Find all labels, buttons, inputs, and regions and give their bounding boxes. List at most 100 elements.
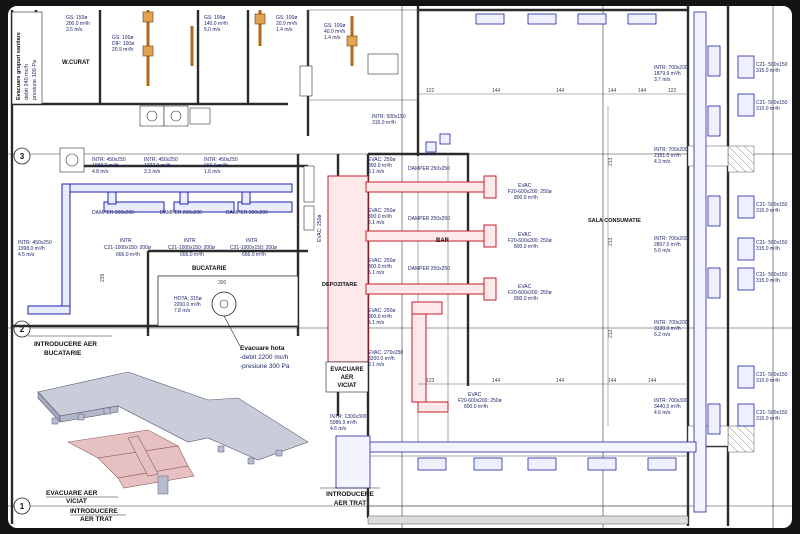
svg-text:213: 213 xyxy=(608,157,614,166)
svg-text:AER TRAT: AER TRAT xyxy=(334,500,366,507)
kitchen-top-intr-labels: INTR: 450x250 1998.0 m³/h 4.8 m/s INTR: … xyxy=(92,157,238,175)
svg-text:EVAC: 270x250: EVAC: 270x250 xyxy=(368,350,403,356)
svg-text:INTR: 700x200: INTR: 700x200 xyxy=(654,147,688,153)
iso-supply-callout: INTRODUCERE AER TRAT xyxy=(70,508,126,523)
svg-text:2151.0 m³/h: 2151.0 m³/h xyxy=(654,153,681,159)
svg-text:1998.0 m³/h: 1998.0 m³/h xyxy=(92,163,119,169)
svg-text:EVAC: 250ø: EVAC: 250ø xyxy=(368,208,395,214)
svg-text:3440.0 m³/h: 3440.0 m³/h xyxy=(654,404,681,410)
svg-text:INTR: INTR xyxy=(246,238,258,244)
grid-bubble-3: 3 xyxy=(13,147,31,165)
svg-text:666.0 m³/h: 666.0 m³/h xyxy=(116,252,140,258)
svg-text:800.0 m³/h: 800.0 m³/h xyxy=(368,214,392,220)
svg-text:5.1 m/s: 5.1 m/s xyxy=(368,220,385,226)
svg-text:5.1 m/s: 5.1 m/s xyxy=(368,270,385,276)
svg-text:BUCATARIE: BUCATARIE xyxy=(44,350,82,357)
hall-top-intr-label: INTR: 500x150 315.0 m³/h xyxy=(372,114,406,126)
svg-text:INTRODUCERE AER: INTRODUCERE AER xyxy=(34,341,97,348)
sanitary-risers xyxy=(146,10,354,86)
svg-text:5.0 m/s: 5.0 m/s xyxy=(204,27,221,33)
svg-text:INTR: 700x200: INTR: 700x200 xyxy=(654,65,688,71)
svg-text:3: 3 xyxy=(20,152,25,161)
svg-text:EVAC: 250ø: EVAC: 250ø xyxy=(368,308,395,314)
svg-text:123: 123 xyxy=(426,378,435,384)
svg-text:1: 1 xyxy=(20,502,25,511)
svg-text:EVAC: EVAC xyxy=(468,392,482,398)
sanitary-exhaust-callout: Evacuare grupuri sanitare debit 240 mc/h… xyxy=(11,11,43,105)
right-column-intr-labels: INTR: 700x200 1879.9 m³/h 3.7 m/s INTR: … xyxy=(654,65,688,416)
svg-text:666.0 m³/h: 666.0 m³/h xyxy=(242,252,266,258)
svg-text:2807.0 m³/h: 2807.0 m³/h xyxy=(654,242,681,248)
svg-text:debit 240 mc/h: debit 240 mc/h xyxy=(24,64,30,100)
bar-damper-labels: DAMPER 250x250 DAMPER 250x250 DAMPER 250… xyxy=(408,166,450,272)
svg-text:C21- 500x150: C21- 500x150 xyxy=(756,240,788,246)
svg-text:3.7 m/s: 3.7 m/s xyxy=(654,77,671,83)
right-edge-c21-labels: C21- 500x150 315.0 m³/h C21- 500x150 315… xyxy=(756,62,788,422)
svg-text:144: 144 xyxy=(648,378,657,384)
svg-text:C21-1000x150: 200ø: C21-1000x150: 200ø xyxy=(168,245,215,251)
svg-text:GS: 100ø: GS: 100ø xyxy=(276,15,297,21)
svg-text:800.0 m³/h: 800.0 m³/h xyxy=(368,264,392,270)
svg-text:C21- 500x150: C21- 500x150 xyxy=(756,372,788,378)
svg-text:2: 2 xyxy=(20,325,25,334)
svg-text:Evacuare grupuri sanitare: Evacuare grupuri sanitare xyxy=(16,32,22,100)
svg-text:800.0 m³/h: 800.0 m³/h xyxy=(464,404,488,410)
svg-text:C21- 500x150: C21- 500x150 xyxy=(756,100,788,106)
svg-text:HOTA: 315ø: HOTA: 315ø xyxy=(174,296,202,302)
svg-text:122: 122 xyxy=(668,88,677,94)
svg-text:5.1 m/s: 5.1 m/s xyxy=(368,169,385,175)
svg-text:144: 144 xyxy=(492,88,501,94)
bottom-supply-duct xyxy=(335,435,697,489)
svg-text:315.0 m³/h: 315.0 m³/h xyxy=(756,68,780,74)
svg-text:4.6 m/s: 4.6 m/s xyxy=(330,426,347,432)
svg-text:EVAC: EVAC xyxy=(518,284,532,290)
svg-text:INTR: INTR xyxy=(184,238,196,244)
svg-text:INTR: 1300x300: INTR: 1300x300 xyxy=(330,414,367,420)
svg-text:122: 122 xyxy=(426,88,435,94)
svg-text:DAMPER 200x200: DAMPER 200x200 xyxy=(226,210,268,216)
kitchen-hood: HOTA: 315ø 2200.0 m³/h 7.8 m/s xyxy=(157,275,299,327)
svg-text:DAMPER 250x250: DAMPER 250x250 xyxy=(408,216,450,222)
bottom-intr-label: INTR: 1300x300 5086.9 m³/h 4.6 m/s xyxy=(330,414,367,432)
svg-text:1.4 m/s: 1.4 m/s xyxy=(276,27,293,33)
svg-text:5.6 m/s: 5.6 m/s xyxy=(654,248,671,254)
svg-text:GS: 150ø: GS: 150ø xyxy=(66,15,87,21)
iso-exhaust-callout: EVACUARE AER VICIAT xyxy=(46,490,118,505)
grid-bubble-1: 1 xyxy=(13,497,31,515)
svg-text:800.0 m³/h: 800.0 m³/h xyxy=(368,314,392,320)
svg-text:144: 144 xyxy=(638,88,647,94)
svg-text:315.0 m³/h: 315.0 m³/h xyxy=(756,246,780,252)
isometric-duct-view xyxy=(37,371,309,495)
svg-text:EVACUARE: EVACUARE xyxy=(330,367,363,373)
svg-text:1879.9 m³/h: 1879.9 m³/h xyxy=(654,71,681,77)
svg-text:INTRODUCERE: INTRODUCERE xyxy=(326,491,374,498)
kitchen-damper-labels: DAMPER 200x200 DAMPER 200x200 DAMPER 200… xyxy=(92,210,268,216)
svg-text:800.0 m³/h: 800.0 m³/h xyxy=(514,244,538,250)
kitchen-supply-ducts xyxy=(27,183,293,315)
svg-text:INTR: 500x150: INTR: 500x150 xyxy=(372,114,406,120)
svg-text:Evacuare hota: Evacuare hota xyxy=(240,345,285,352)
svg-text:INTR: 450x250: INTR: 450x250 xyxy=(92,157,126,163)
svg-text:INTRODUCERE: INTRODUCERE xyxy=(70,508,118,515)
svg-text:DAMPER 200x200: DAMPER 200x200 xyxy=(160,210,202,216)
svg-text:DAMPER 200x200: DAMPER 200x200 xyxy=(92,210,134,216)
svg-text:1998.0 m³/h: 1998.0 m³/h xyxy=(18,246,45,252)
svg-text:DIF: 100ø: DIF: 100ø xyxy=(112,41,134,47)
room-label-depozitare: DEPOZITARE xyxy=(322,282,357,288)
exhaust-ducts xyxy=(327,175,497,413)
svg-text:AER: AER xyxy=(341,375,354,381)
svg-text:3200.0 m³/h: 3200.0 m³/h xyxy=(368,356,395,362)
sanitary-fixtures xyxy=(59,53,399,231)
svg-text:315.0 m³/h: 315.0 m³/h xyxy=(756,208,780,214)
svg-text:F20-600x200: 250ø: F20-600x200: 250ø xyxy=(508,189,552,195)
svg-text:5086.9 m³/h: 5086.9 m³/h xyxy=(330,420,357,426)
svg-text:144: 144 xyxy=(556,378,565,384)
svg-text:INTR: 450x250: INTR: 450x250 xyxy=(144,157,178,163)
svg-text:800.0 m³/h: 800.0 m³/h xyxy=(514,296,538,302)
svg-text:AER TRAT: AER TRAT xyxy=(80,516,112,523)
svg-text:6.2 m/s: 6.2 m/s xyxy=(654,332,671,338)
riser-fittings xyxy=(142,11,358,57)
svg-text:144: 144 xyxy=(608,88,617,94)
svg-text:F20-600x200: 250ø: F20-600x200: 250ø xyxy=(458,398,502,404)
